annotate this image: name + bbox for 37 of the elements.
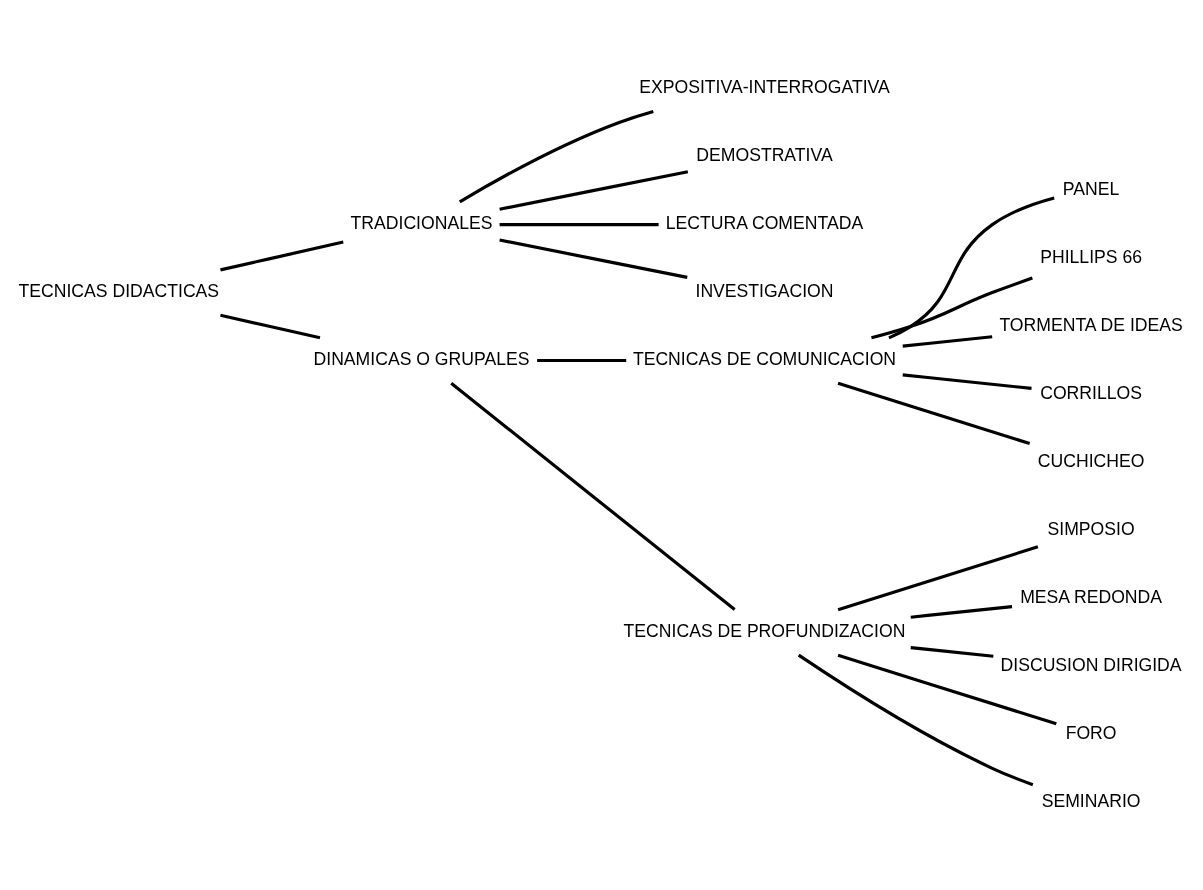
node-text: TECNICAS DE COMUNICACION (632, 348, 897, 369)
node-text: TORMENTA DE IDEAS (999, 314, 1183, 335)
connector (499, 169, 689, 211)
node-text: TRADICIONALES (350, 212, 493, 233)
connector (797, 653, 1034, 786)
connector (220, 240, 344, 271)
connector (910, 645, 994, 658)
node-text: CORRILLOS (1040, 382, 1142, 403)
node-text: LECTURA COMENTADA (665, 212, 864, 233)
connector (837, 653, 1057, 725)
node-text: SIMPOSIO (1047, 518, 1135, 539)
connector (910, 604, 1013, 619)
connector (871, 276, 1033, 339)
connector (837, 544, 1039, 611)
connector (499, 237, 688, 279)
connector (888, 195, 1055, 339)
node-text: PHILLIPS 66 (1040, 246, 1142, 267)
node-text: SEMINARIO (1041, 790, 1141, 811)
node-text: CUCHICHEO (1037, 450, 1145, 471)
connector (902, 372, 1032, 390)
node-text: DEMOSTRATIVA (696, 144, 833, 165)
node-text: TECNICAS DE PROFUNDIZACION (623, 620, 906, 641)
node-text: TECNICAS DIDACTICAS (18, 280, 220, 301)
node-text: MESA REDONDA (1020, 586, 1163, 607)
connector (450, 381, 736, 611)
node-text: DISCUSION DIRIGIDA (1000, 654, 1182, 675)
connector (499, 222, 659, 226)
connector (902, 334, 993, 348)
node-text: FORO (1065, 722, 1117, 743)
node-text: DINAMICAS O GRUPALES (313, 348, 530, 369)
connector (537, 358, 627, 362)
node-text: INVESTIGACION (695, 280, 834, 301)
connector (837, 381, 1031, 445)
connector (220, 313, 321, 339)
node-text: PANEL (1062, 178, 1120, 199)
connector (458, 109, 654, 203)
node-text: EXPOSITIVA-INTERROGATIVA (639, 76, 890, 97)
